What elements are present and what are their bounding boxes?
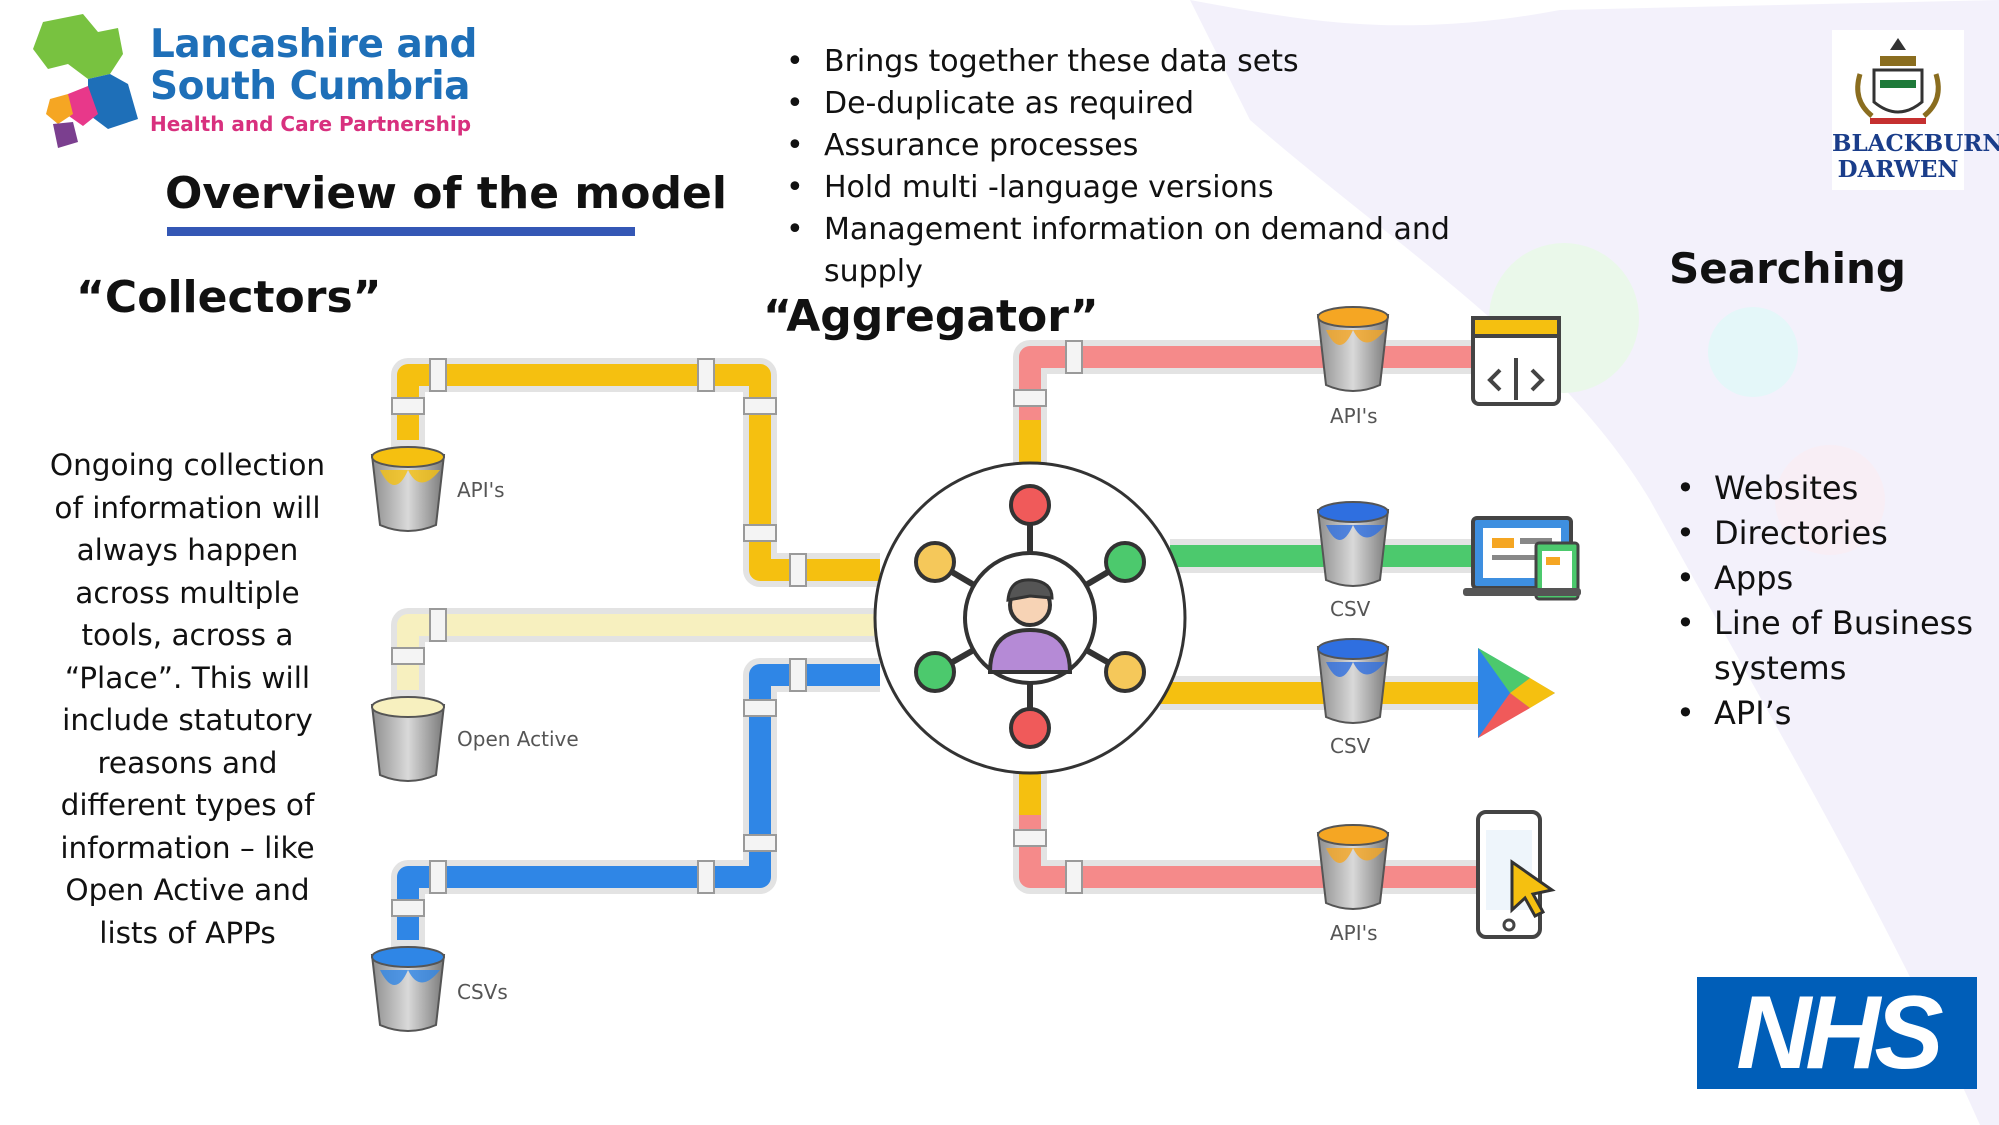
list-item: Apps: [1668, 556, 1988, 601]
aggregator-heading: “Aggregator”: [763, 291, 1099, 342]
bucket-icon: [1316, 501, 1390, 587]
bucket-icon: [1316, 306, 1390, 392]
page-title: Overview of the model: [165, 168, 727, 219]
pipe-collars: [391, 340, 1083, 917]
bucket-icon: [370, 946, 446, 1032]
code-window-icon: [1471, 316, 1561, 406]
searching-heading: Searching: [1669, 244, 1906, 293]
title-underline: [167, 227, 635, 236]
source-label-csvs: CSVs: [457, 980, 508, 1004]
list-item: Line of Business systems: [1668, 601, 1988, 691]
council-name-word1: BLACKBURN: [1832, 130, 1999, 157]
lsc-logo-text: Lancashire and South Cumbria Health and …: [150, 22, 477, 137]
bucket-icon: [1316, 638, 1390, 724]
output-label-2: CSV: [1330, 597, 1371, 621]
collector-pipe-open-active: [391, 608, 880, 715]
council-crest-icon: [1855, 38, 1941, 124]
nhs-logo: NHS: [1697, 977, 1977, 1089]
collector-pipe-csvs: [391, 658, 880, 965]
mobile-tap-icon: [1476, 810, 1556, 939]
collector-pipe-apis: [391, 358, 880, 587]
org-name-line1: Lancashire and: [150, 22, 477, 67]
source-label-open-active: Open Active: [457, 727, 579, 751]
aggregator-list: Brings together these data sets De-dupli…: [778, 41, 1478, 293]
list-item: De-duplicate as required: [778, 83, 1478, 125]
output-pipe-4: [1013, 770, 1480, 894]
output-pipe-1: [1013, 340, 1485, 465]
list-item: Management information on demand and sup…: [778, 209, 1478, 293]
aggregator-hub: [873, 461, 1187, 775]
play-store-icon: [1478, 648, 1555, 738]
output-label-3: CSV: [1330, 734, 1371, 758]
list-item: Brings together these data sets: [778, 41, 1478, 83]
bucket-icon: [370, 696, 446, 782]
directory-screens-icon: [1463, 516, 1581, 601]
bucket-icon: [1316, 824, 1390, 910]
searching-list: Websites Directories Apps Line of Busine…: [1668, 466, 1988, 736]
org-name-line3: Health and Care Partnership: [150, 112, 472, 136]
list-item: Directories: [1668, 511, 1988, 556]
source-label-apis: API's: [457, 478, 505, 502]
collectors-description: Ongoing collection of information will a…: [49, 448, 326, 950]
output-label-4: API's: [1330, 921, 1378, 945]
list-item: Assurance processes: [778, 125, 1478, 167]
list-item: API’s: [1668, 691, 1988, 736]
list-item: Websites: [1668, 466, 1988, 511]
output-label-1: API's: [1330, 404, 1378, 428]
council-name-word2: DARWEN: [1837, 156, 1959, 183]
collectors-heading: “Collectors”: [76, 272, 382, 323]
list-item: Hold multi -language versions: [778, 167, 1478, 209]
bucket-icon: [370, 446, 446, 532]
nhs-logo-text: NHS: [1736, 975, 1944, 1091]
council-logo: BLACKBURN DARWEN: [1832, 30, 1999, 190]
lsc-map-logo-icon: [33, 14, 138, 148]
org-name-line2: South Cumbria: [150, 64, 470, 109]
